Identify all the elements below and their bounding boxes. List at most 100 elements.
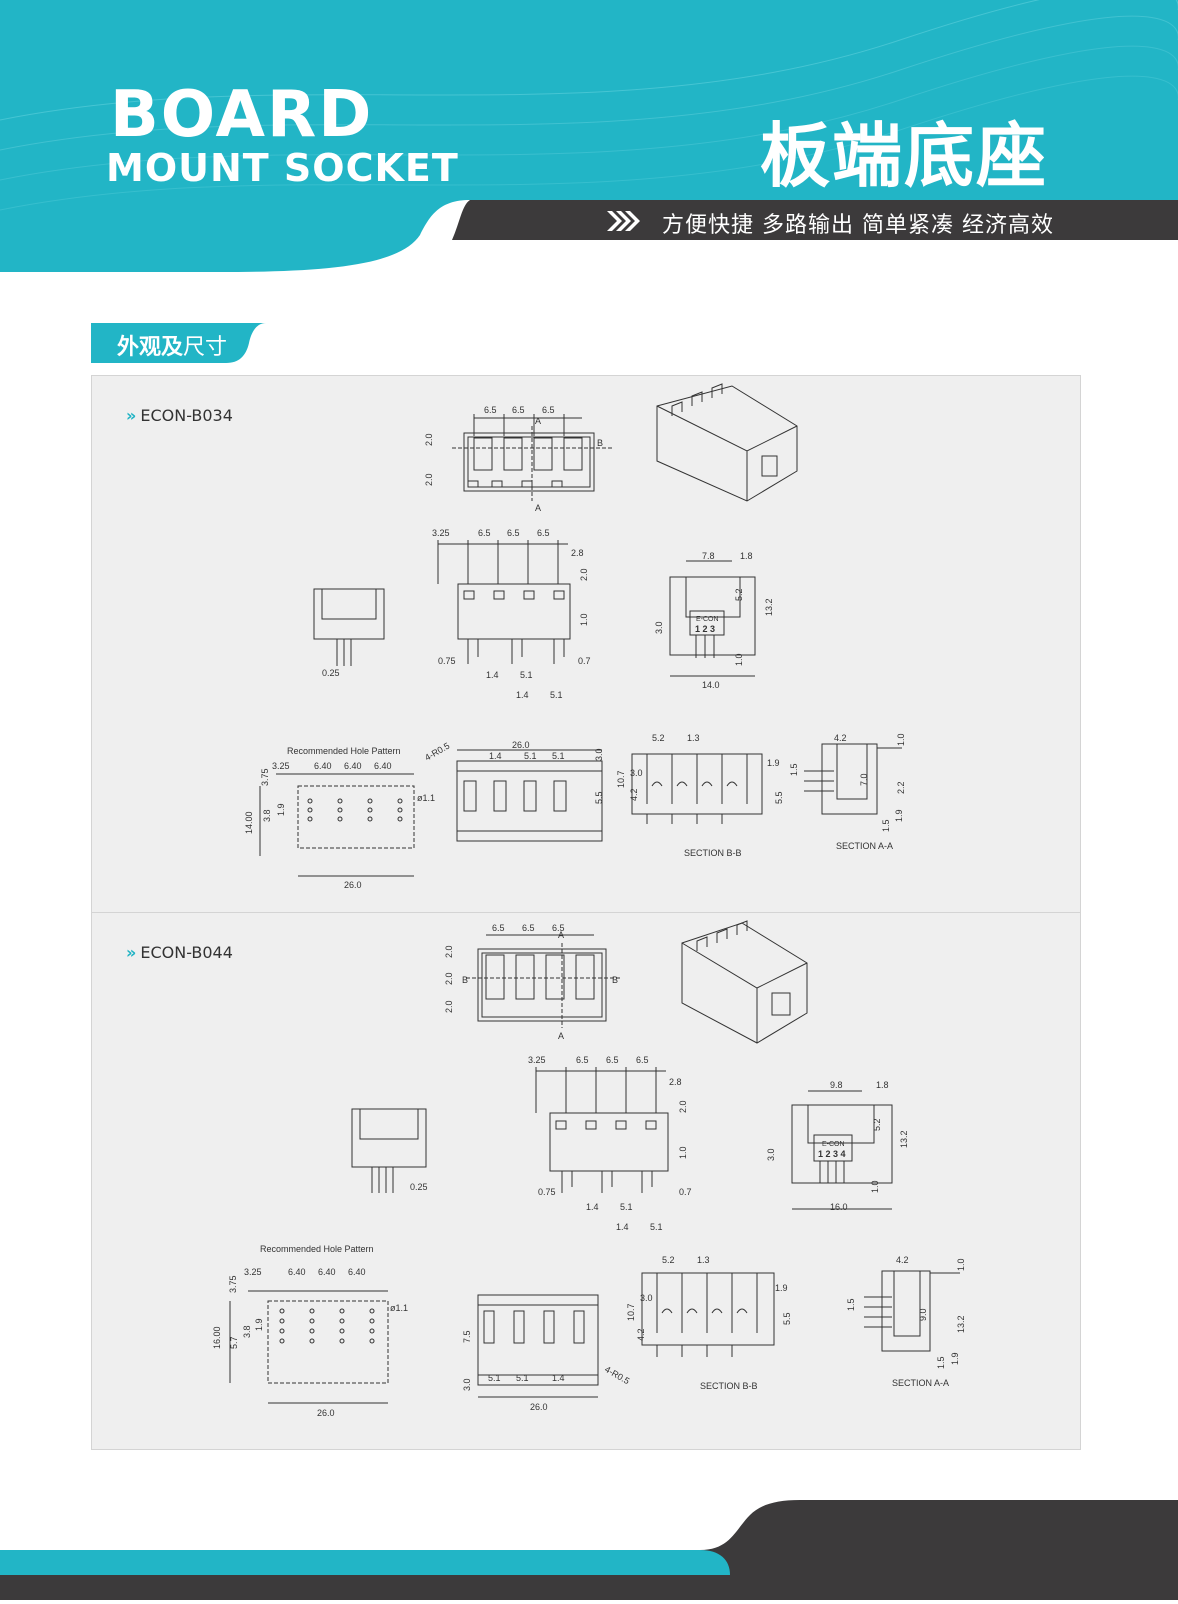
dim-label: 26.0 — [344, 880, 362, 890]
dim-label: 1.0 — [678, 1146, 688, 1159]
iso-view — [656, 383, 798, 502]
dim-label: 3.25 — [528, 1055, 546, 1065]
double-chevron-icon: » — [126, 406, 137, 425]
product-panel-econ-b034: »ECON-B034 6.5 6.5 6.5 2.0 2.0 A B A — [91, 375, 1081, 913]
dim-label: 2.8 — [571, 548, 584, 558]
dim-label: 2.0 — [424, 433, 434, 446]
side-view — [791, 1090, 893, 1210]
section-a-view — [864, 1270, 960, 1352]
dim-label: 4.2 — [636, 1328, 646, 1341]
dim-label: ø1.1 — [390, 1303, 408, 1313]
dim-label: B — [462, 975, 468, 985]
dim-label: 2.0 — [579, 568, 589, 581]
top-view-labels: 6.5 6.5 6.5 2.0 2.0 A B A — [424, 405, 603, 513]
dim-label: 4-R0.5 — [423, 741, 451, 763]
section-title: 外观及尺寸 — [117, 329, 227, 361]
product-panel-econ-b044: »ECON-B044 6.5 6.5 6.5 2.0 2.0 2.0 A B B… — [91, 912, 1081, 1450]
dim-label: 5.1 — [516, 1373, 529, 1383]
dim-label: 5.5 — [594, 791, 604, 804]
dim-label: 1.4 — [552, 1373, 565, 1383]
front-view — [535, 1067, 669, 1193]
dim-label: 4.2 — [834, 733, 847, 743]
dim-label: A — [535, 503, 541, 513]
dim-label: 3.25 — [432, 528, 450, 538]
dim-label: B — [597, 438, 603, 448]
small-side-view — [351, 1108, 427, 1193]
small-side-view — [313, 588, 385, 666]
title-board: BOARD — [110, 78, 374, 152]
dim-label: 6.40 — [348, 1267, 366, 1277]
dim-label: A — [558, 1031, 564, 1041]
dim-label: 0.25 — [322, 668, 340, 678]
side-label-numbers: 1 2 3 4 — [818, 1149, 846, 1159]
dim-label: 9.8 — [830, 1080, 843, 1090]
section-a-label: SECTION A-A — [892, 1378, 949, 1388]
dim-label: 4-R0.5 — [603, 1364, 631, 1386]
section-b-label: SECTION B-B — [684, 848, 742, 858]
dim-label: 3.0 — [654, 621, 664, 634]
side-label-numbers: 1 2 3 — [695, 624, 715, 634]
model-label: »ECON-B044 — [126, 943, 233, 962]
dim-label: 4.2 — [896, 1255, 909, 1265]
dim-label: 7.0 — [859, 773, 869, 786]
dim-label: 0.75 — [438, 656, 456, 666]
dim-label: 5.1 — [520, 670, 533, 680]
dim-label: 6.5 — [492, 923, 505, 933]
page-footer — [0, 1500, 1178, 1600]
dim-label: A — [558, 930, 564, 940]
dim-label: 14.00 — [244, 811, 254, 834]
dim-label: 1.9 — [775, 1283, 788, 1293]
header-background — [0, 0, 1178, 272]
dim-label: 26.0 — [530, 1402, 548, 1412]
dim-label: 6.40 — [374, 761, 392, 771]
dim-label: 5.1 — [550, 690, 563, 700]
section-a-view — [804, 743, 902, 815]
dim-label: 1.4 — [489, 751, 502, 761]
dim-label: 13.2 — [764, 598, 774, 616]
dim-label: 5.1 — [488, 1373, 501, 1383]
title-chinese: 板端底座 — [760, 115, 1048, 197]
dim-label: 1.3 — [687, 733, 700, 743]
dim-label: 1.4 — [586, 1202, 599, 1212]
dim-label: 1.5 — [846, 1298, 856, 1311]
dim-label: 5.1 — [650, 1222, 663, 1232]
dim-label: 6.40 — [314, 761, 332, 771]
dim-label: 6.40 — [344, 761, 362, 771]
dim-label: 3.0 — [594, 748, 604, 761]
dim-label: 3.25 — [272, 761, 290, 771]
footer-background — [0, 1500, 1178, 1600]
model-name: ECON-B034 — [140, 406, 233, 425]
double-chevron-icon: » — [126, 943, 137, 962]
dim-label: 6.5 — [537, 528, 550, 538]
bottom-view — [477, 1294, 599, 1398]
dim-label: 6.5 — [606, 1055, 619, 1065]
arrow-icon — [607, 211, 640, 231]
side-label-text: E-CON — [822, 1141, 845, 1148]
section-tag: 外观及尺寸 — [91, 323, 266, 363]
dim-label: 6.5 — [542, 405, 555, 415]
dim-label: 5.1 — [620, 1202, 633, 1212]
dim-label: 26.0 — [317, 1408, 335, 1418]
dim-label: 3.0 — [462, 1378, 472, 1391]
dim-label: 6.5 — [512, 405, 525, 415]
hole-pattern — [229, 1290, 389, 1404]
dim-label: 0.7 — [578, 656, 591, 666]
dim-label: 1.5 — [789, 763, 799, 776]
dim-label: 5.2 — [872, 1118, 882, 1131]
iso-view — [681, 920, 808, 1044]
dim-label: 1.9 — [894, 809, 904, 822]
dim-label: 2.0 — [444, 972, 454, 985]
dim-label: 7.8 — [702, 551, 715, 561]
top-view — [466, 934, 620, 1028]
dim-label: 1.0 — [896, 733, 906, 746]
dim-label: 3.8 — [262, 809, 272, 822]
dim-label: 2.0 — [444, 945, 454, 958]
dim-label: 3.0 — [766, 1148, 776, 1161]
dim-label: 1.0 — [870, 1180, 880, 1193]
dim-label: 0.25 — [410, 1182, 428, 1192]
dim-label: 6.5 — [576, 1055, 589, 1065]
section-a-label: SECTION A-A — [836, 841, 893, 851]
dim-label: 6.5 — [522, 923, 535, 933]
dim-label: 9.0 — [918, 1308, 928, 1321]
dim-label: 2.0 — [444, 1000, 454, 1013]
